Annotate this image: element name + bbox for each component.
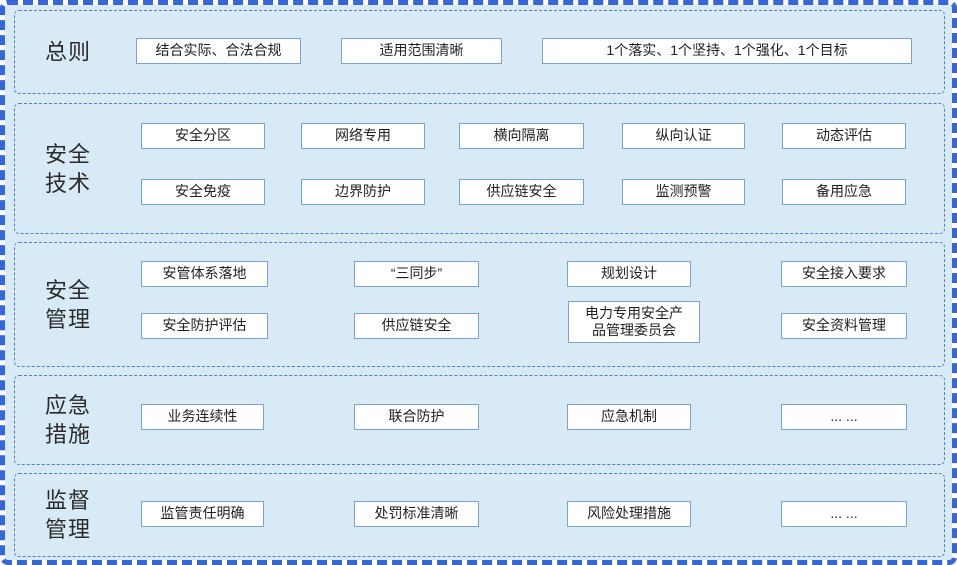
item-box: 电力专用安全产 品管理委员会 [568,301,700,343]
item-box: 规划设计 [567,261,691,287]
item-box: 安全接入要求 [781,261,907,287]
item-box: 安全防护评估 [141,313,268,339]
item-box: 联合防护 [354,404,479,430]
section-general-principles: 总则 结合实际、合法合规 适用范围清晰 1个落实、1个坚持、1个强化、1个目标 [14,10,945,94]
section-security-technology: 安全 技术 安全分区 网络专用 横向隔离 纵向认证 动态评估 安全免疫 边界防护… [14,103,945,234]
item-box: 边界防护 [301,179,425,205]
item-box: 应急机制 [567,404,691,430]
item-box: 结合实际、合法合规 [136,38,301,64]
item-box: 安管体系落地 [141,261,268,287]
item-box: ... ... [781,501,907,527]
item-box: 监测预警 [622,179,745,205]
item-box: 供应链安全 [459,179,584,205]
section-label: 监督 管理 [45,487,92,542]
section-supervision-management: 监督 管理 监管责任明确 处罚标准清晰 风险处理措施 ... ... [14,473,945,557]
item-box: 安全免疫 [141,179,265,205]
section-label: 安全 管理 [45,277,92,332]
item-box: 适用范围清晰 [341,38,502,64]
item-box: 横向隔离 [459,123,584,149]
item-box: 备用应急 [782,179,906,205]
item-box: 网络专用 [301,123,425,149]
item-box: 风险处理措施 [567,501,691,527]
item-box: 监管责任明确 [141,501,264,527]
section-label: 安全 技术 [45,141,92,196]
item-box: 安全资料管理 [781,313,907,339]
section-label: 应急 措施 [45,392,92,447]
item-box: 1个落实、1个坚持、1个强化、1个目标 [542,38,912,64]
section-security-management: 安全 管理 安管体系落地 “三同步” 规划设计 安全接入要求 安全防护评估 供应… [14,242,945,367]
item-box: 动态评估 [782,123,906,149]
item-box: 供应链安全 [354,313,479,339]
item-box: 处罚标准清晰 [354,501,479,527]
item-box: 安全分区 [141,123,265,149]
item-box: 纵向认证 [622,123,745,149]
section-label: 总则 [45,39,92,65]
item-box: “三同步” [354,261,479,287]
item-box: ... ... [781,404,907,430]
item-box: 业务连续性 [141,404,264,430]
section-emergency-measures: 应急 措施 业务连续性 联合防护 应急机制 ... ... [14,375,945,465]
